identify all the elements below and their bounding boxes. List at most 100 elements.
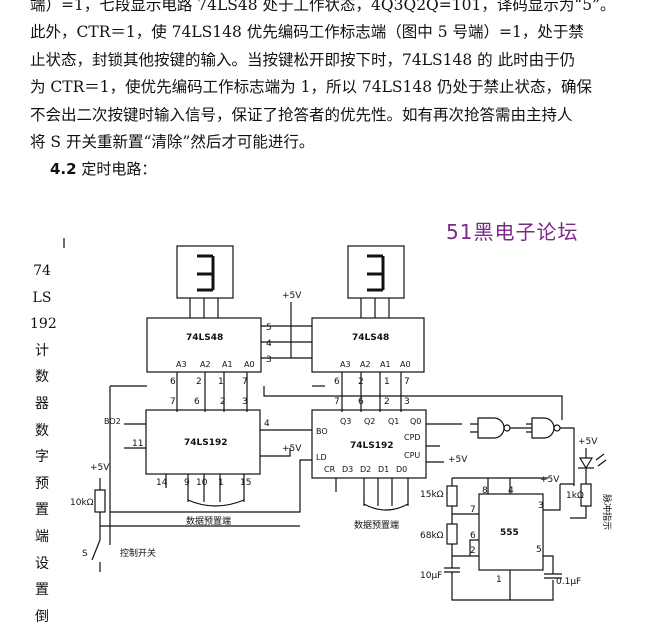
resistor-15k [446,485,458,507]
pulse-indicator-label: 脉冲指示 [601,494,613,530]
nand-gate-2 [531,417,555,439]
c-01u-label: 0.1μF [556,577,581,587]
supply-label: +5V [448,455,468,465]
caption-char: 设 [35,555,49,572]
pin-number: 3 [404,397,410,407]
body-paragraph: 端）=1，七段显示电路 74LS48 处于工作状态，4Q3Q2Q=101，译码显… [30,0,640,156]
pin-number: 7 [404,377,410,387]
seven-seg-display-right [347,245,405,299]
pin-number: 1 [218,478,224,488]
caption-char: 预 [35,475,49,492]
preset-label-left: 数据预置端 [186,515,231,527]
paragraph-line: 止状态，封锁其他按键的输入。当按键松开即按下时，74LS148 的 此时由于仍 [30,50,576,69]
pin-number: 11 [132,439,143,449]
pin-number: 2 [358,377,364,387]
pin-number: 6 [470,531,476,541]
cr-label: CR [324,465,336,474]
pin-number: 10 [196,478,208,488]
chip-label: 555 [500,528,519,538]
decoder-74ls48-right [311,317,425,373]
pin-number: 7 [170,397,176,407]
pin-number: 15 [240,478,251,488]
pin-label: D2 [360,465,371,474]
pin-number: 4 [264,419,270,429]
pin-number: 7 [334,397,340,407]
pin-number: 2 [196,377,202,387]
pulse-label-text: 脉冲指示 [601,494,613,530]
switch-label: 控制开关 [120,547,156,559]
pin-number: 4 [266,339,272,349]
pin-number: 1 [496,575,502,585]
supply-label: +5V [90,463,110,473]
paragraph-line: 端）=1，七段显示电路 74LS48 处于工作状态，4Q3Q2Q=101，译码显… [30,0,616,14]
pin-number: 1 [384,377,390,387]
switch-name: S [82,549,88,559]
pin-label: A3 [176,360,187,369]
pin-label: A1 [222,360,233,369]
caption-char: LS [32,289,52,306]
c-10u-label: 10μF [420,571,442,581]
pin-number: 14 [156,478,168,488]
section-heading: 4.2 定时电路： [50,158,156,179]
pin-label: A2 [200,360,211,369]
r-10k-label: 10kΩ [70,498,94,508]
pin-number: 4 [508,486,514,496]
r-1k-label: 1kΩ [566,491,584,501]
pin-number: 5 [536,545,542,555]
caption-char: 端 [35,528,49,545]
pin-label: D1 [378,465,389,474]
pin-label: A0 [400,360,411,369]
pin-number: 2 [220,397,226,407]
paragraph-line: 将 S 开关重新置“清除”然后才可能进行。 [30,133,315,152]
pin-number: 2 [470,546,476,556]
chip-label: 74LS192 [350,441,394,451]
bo2-label: BO2 [104,417,121,426]
counter-74ls192-right [311,409,427,479]
pin-label: Q3 [340,417,351,426]
pin-label: Q1 [388,417,399,426]
pin-label: D0 [396,465,407,474]
control-switch [91,539,101,561]
pin-number: 6 [334,377,340,387]
supply-label: +5V [540,475,560,485]
chip-label: 74LS48 [352,333,389,343]
timer-555 [478,493,544,571]
vertical-caption: 74 LS 192 计 数 器 数 字 预 置 端 设 置 倒 [30,258,57,630]
cpd-label: CPD [404,433,421,442]
caption-char: 置 [35,582,49,599]
r-15k-label: 15kΩ [420,490,444,500]
pin-number: 9 [184,478,190,488]
supply-label: +5V [282,444,302,454]
pin-number: 7 [242,377,248,387]
ld-label: LD [316,453,327,462]
caption-char: 器 [35,395,49,412]
bo-label: BO [316,427,328,436]
caption-char: 数 [35,422,49,439]
led-indicator [578,457,594,470]
caption-char: 192 [30,316,57,333]
pin-label: A0 [244,360,255,369]
caption-char: 计 [35,342,49,359]
pin-number: 1 [218,377,224,387]
pin-label: A1 [380,360,391,369]
counter-74ls192-left [145,409,261,475]
pin-number: 7 [470,505,476,515]
resistor-10k [94,489,106,513]
caption-char: 74 [33,263,51,279]
pin-label: Q2 [364,417,375,426]
supply-label: +5V [578,437,598,447]
pin-number: 5 [266,323,272,333]
section-title: 定时电路： [81,160,157,178]
pin-number: 2 [384,397,390,407]
timer-circuit-schematic: +5V +5V +5V +5V +5V +5V 74LS48 74LS48 74… [63,238,613,601]
paragraph-line: 此外，CTR＝1，使 74LS148 优先编码工作标志端（图中 5 号端）=1，… [30,23,584,42]
pin-number: 3 [538,501,544,511]
pin-number: 3 [242,397,248,407]
chip-label: 74LS48 [186,333,223,343]
nand-gate-1 [477,417,505,439]
pin-number: 6 [170,377,176,387]
section-number: 4.2 [50,160,77,178]
caption-char: 字 [35,449,49,466]
decoder-74ls48-left [146,317,262,373]
pin-label: D3 [342,465,353,474]
